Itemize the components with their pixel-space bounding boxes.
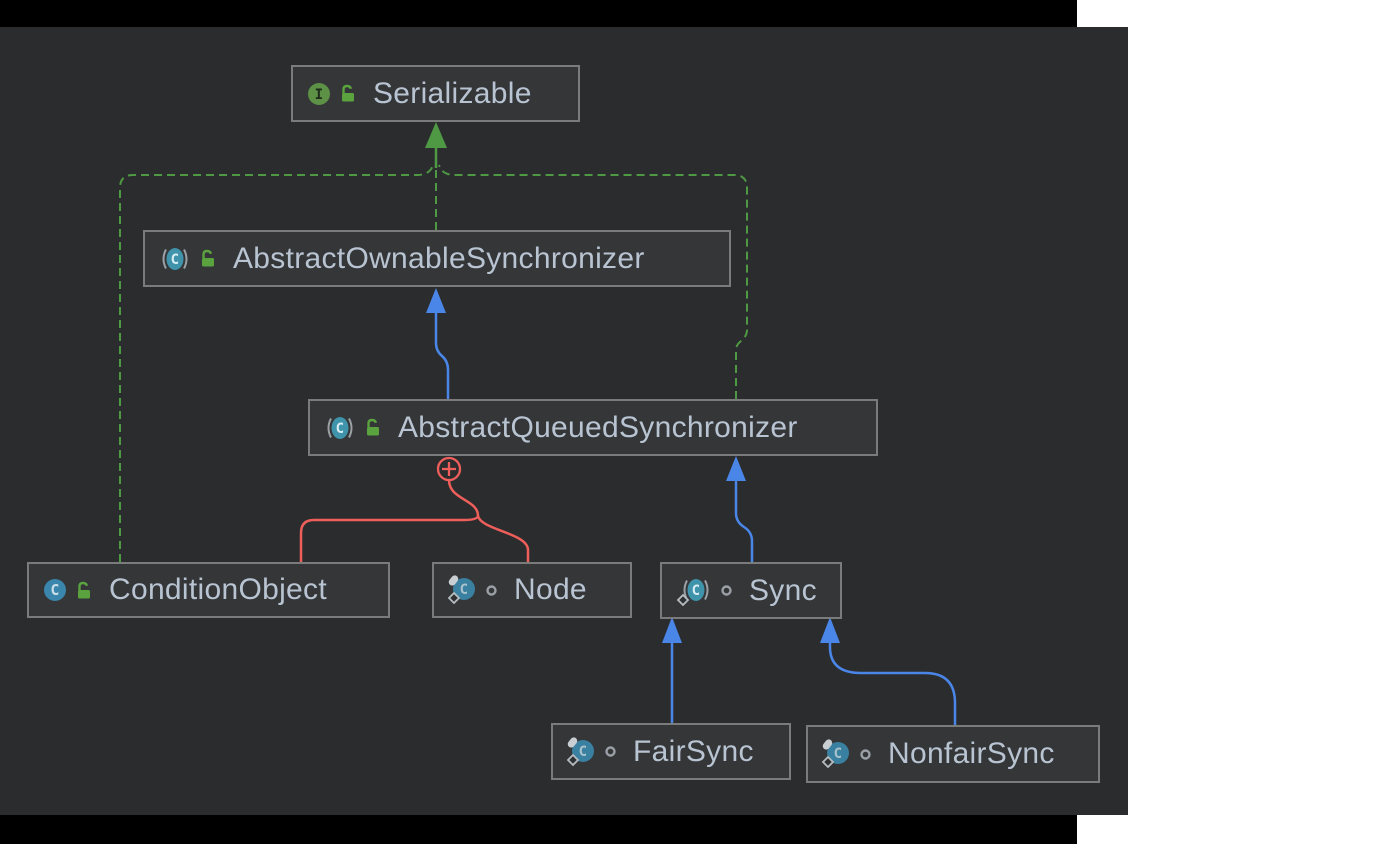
class-node-fairsync[interactable]: C FairSync [551, 723, 791, 780]
svg-text:C: C [834, 746, 843, 762]
class-name-label: AbstractOwnableSynchronizer [233, 241, 645, 275]
class-node-abstractqueuedsynchronizer[interactable]: C AbstractQueuedSynchronizer [308, 399, 878, 456]
package-local-icon [485, 584, 498, 597]
svg-text:C: C [579, 744, 588, 760]
public-lock-icon [364, 418, 382, 437]
package-local-icon [859, 748, 872, 761]
package-local-icon [604, 745, 617, 758]
interface-icon: I [306, 81, 332, 107]
bottom-black-bar [0, 815, 1077, 844]
package-local-icon [720, 584, 733, 597]
class-name-label: AbstractQueuedSynchronizer [398, 410, 798, 444]
class-name-label: FairSync [633, 734, 754, 768]
class-name-label: Node [514, 573, 587, 606]
svg-text:C: C [50, 581, 59, 599]
class-node-node[interactable]: C Node [432, 562, 632, 618]
public-lock-icon [339, 84, 357, 103]
static-class-icon: C [821, 739, 852, 769]
class-icon: C [42, 577, 68, 603]
class-name-label: Sync [749, 573, 817, 607]
class-node-serializable[interactable]: I Serializable [291, 65, 580, 122]
class-name-label: Serializable [373, 76, 532, 110]
class-name-label: ConditionObject [109, 573, 327, 606]
svg-text:C: C [460, 582, 469, 598]
abstract-static-class-icon: C [675, 576, 713, 606]
svg-text:I: I [315, 87, 324, 103]
top-black-bar [0, 0, 1077, 27]
public-lock-icon [75, 581, 93, 600]
class-node-sync[interactable]: C Sync [660, 562, 842, 619]
svg-text:C: C [171, 252, 180, 268]
svg-text:C: C [692, 583, 701, 599]
abstract-class-icon: C [158, 246, 192, 272]
class-node-nonfairsync[interactable]: C NonfairSync [806, 725, 1100, 783]
public-lock-icon [199, 249, 217, 268]
class-node-abstractownablesynchronizer[interactable]: C AbstractOwnableSynchronizer [143, 230, 731, 287]
class-node-conditionobject[interactable]: C ConditionObject [27, 562, 390, 618]
svg-text:C: C [336, 421, 345, 437]
abstract-class-icon: C [323, 415, 357, 441]
static-class-icon: C [566, 736, 597, 767]
static-class-icon: C [447, 575, 478, 605]
class-name-label: NonfairSync [888, 737, 1055, 770]
